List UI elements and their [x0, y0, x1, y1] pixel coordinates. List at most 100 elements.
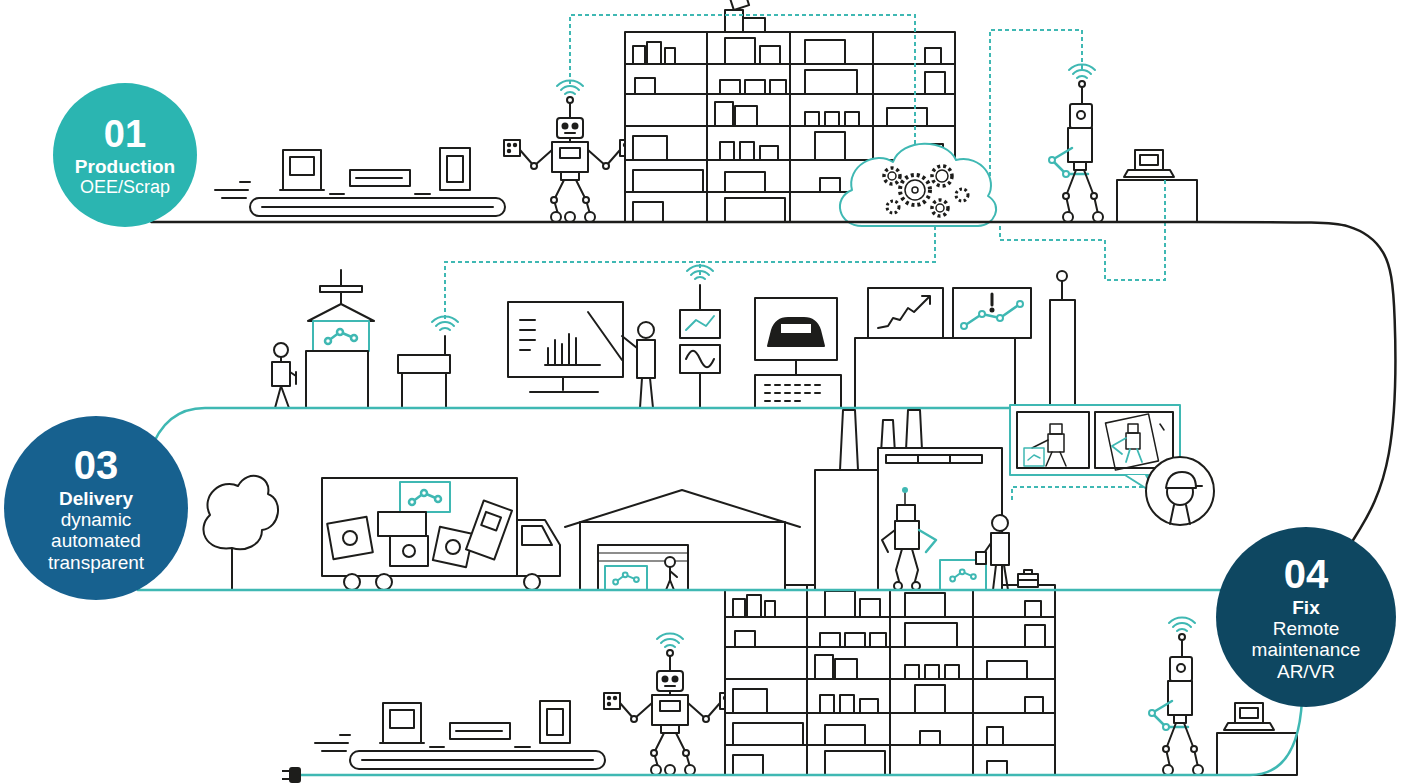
delivery-level [327, 517, 373, 559]
delivery-level [343, 531, 357, 545]
remote-callout [1010, 405, 1180, 475]
delivery-level [878, 448, 1002, 590]
analytics-level [855, 338, 1015, 408]
stage-circle: 03Deliverydynamic automated transparent [4, 416, 188, 600]
power-plug [290, 768, 300, 782]
analytics-level [686, 316, 714, 330]
analytics-level [398, 355, 450, 373]
stage-number: 01 [104, 113, 146, 156]
stage-description: OEE/Scrap [80, 177, 170, 197]
analytics-level [795, 360, 797, 375]
power-plug [282, 768, 300, 782]
stage-text: 03Deliverydynamic automated transparent [35, 443, 157, 573]
delivery-level [522, 526, 552, 545]
stage-number: 04 [1284, 552, 1329, 597]
analytics-level [444, 336, 446, 355]
delivery-level [400, 482, 450, 512]
delivery-level [403, 545, 415, 557]
circle-shape [4, 416, 188, 600]
delivery-level [322, 478, 517, 576]
delivery-level [919, 530, 936, 552]
delivery-level [886, 455, 982, 463]
remote-callout [1126, 433, 1140, 449]
delivery-level [390, 536, 428, 566]
analytics-level [868, 288, 943, 338]
analytics-level [1057, 271, 1067, 281]
delivery-level [904, 492, 906, 505]
cloud-symbol [840, 144, 996, 226]
analytics-level [588, 312, 622, 360]
delivery-level [895, 521, 919, 549]
circle-shape [53, 83, 197, 227]
analytics-level [530, 377, 598, 392]
delivery-level [613, 572, 639, 584]
cloud-symbol [912, 187, 918, 193]
delivery-level [1018, 570, 1038, 580]
remote-callout [1105, 414, 1158, 470]
cloud-symbol [887, 201, 899, 213]
cloud-symbol [936, 204, 944, 212]
delivery-level [517, 520, 560, 576]
cloud-symbol [884, 168, 900, 184]
delivery-level [481, 512, 501, 531]
stage-title: Delivery [59, 488, 133, 509]
production-row [315, 543, 1297, 775]
analytics-level [622, 336, 653, 408]
stage-text: 04FixRemote maintenance AR/VR [1245, 552, 1367, 682]
analytics-level [687, 265, 713, 279]
analytics-level [402, 373, 446, 408]
remote-callout [1128, 424, 1138, 433]
cloud-symbol [932, 166, 952, 186]
cloud-symbol [905, 180, 925, 200]
analytics-level [680, 345, 720, 373]
analytics-level [272, 362, 290, 386]
stage-number: 03 [74, 443, 119, 488]
remote-callout [1050, 424, 1062, 434]
delivery-level [203, 476, 278, 549]
delivery-level [882, 530, 895, 552]
analytics-level [768, 318, 824, 346]
remote-callout [1166, 472, 1202, 488]
stage-circle: 04FixRemote maintenance AR/VR [1216, 527, 1396, 707]
analytics-level [686, 351, 714, 368]
track-connector [138, 589, 1220, 592]
delivery-level [376, 574, 392, 590]
production-row [215, 0, 1197, 222]
analytics-level [520, 320, 535, 350]
analytics-level [755, 375, 841, 408]
remote-callout [1017, 412, 1089, 468]
delivery-level [580, 522, 785, 590]
analytics-level [150, 265, 1075, 452]
remote-callout [1048, 434, 1064, 452]
analytics-level [991, 309, 994, 312]
remote-callout [1146, 457, 1214, 525]
delivery-level [344, 574, 360, 590]
stage-text: 01ProductionOEE/Scrap [59, 113, 191, 197]
remote-callout [1028, 455, 1040, 460]
analytics-level [508, 302, 623, 377]
cloud-symbol [932, 200, 948, 216]
delivery-level [446, 540, 460, 554]
stage-title: Production [75, 156, 175, 177]
remote-callout [1160, 424, 1164, 430]
cloud-symbol [956, 189, 968, 201]
analytics-level [308, 304, 374, 321]
delivery-level [992, 515, 1008, 531]
analytics-level [1017, 301, 1023, 307]
delivery-level [605, 566, 647, 590]
data-links [1000, 180, 1165, 280]
delivery-level [466, 500, 512, 559]
analytics-level [1061, 281, 1063, 300]
stage-circle: 01ProductionOEE/Scrap [53, 83, 197, 227]
analytics-level [274, 343, 288, 357]
analytics-level [781, 324, 811, 333]
bottom-track [300, 700, 1302, 775]
delivery-level [524, 574, 540, 590]
analytics-level [680, 310, 720, 338]
cloud-symbol [888, 172, 896, 180]
cloud-symbol [840, 144, 996, 226]
remote-callout [1170, 505, 1190, 524]
power-plug [282, 771, 290, 779]
